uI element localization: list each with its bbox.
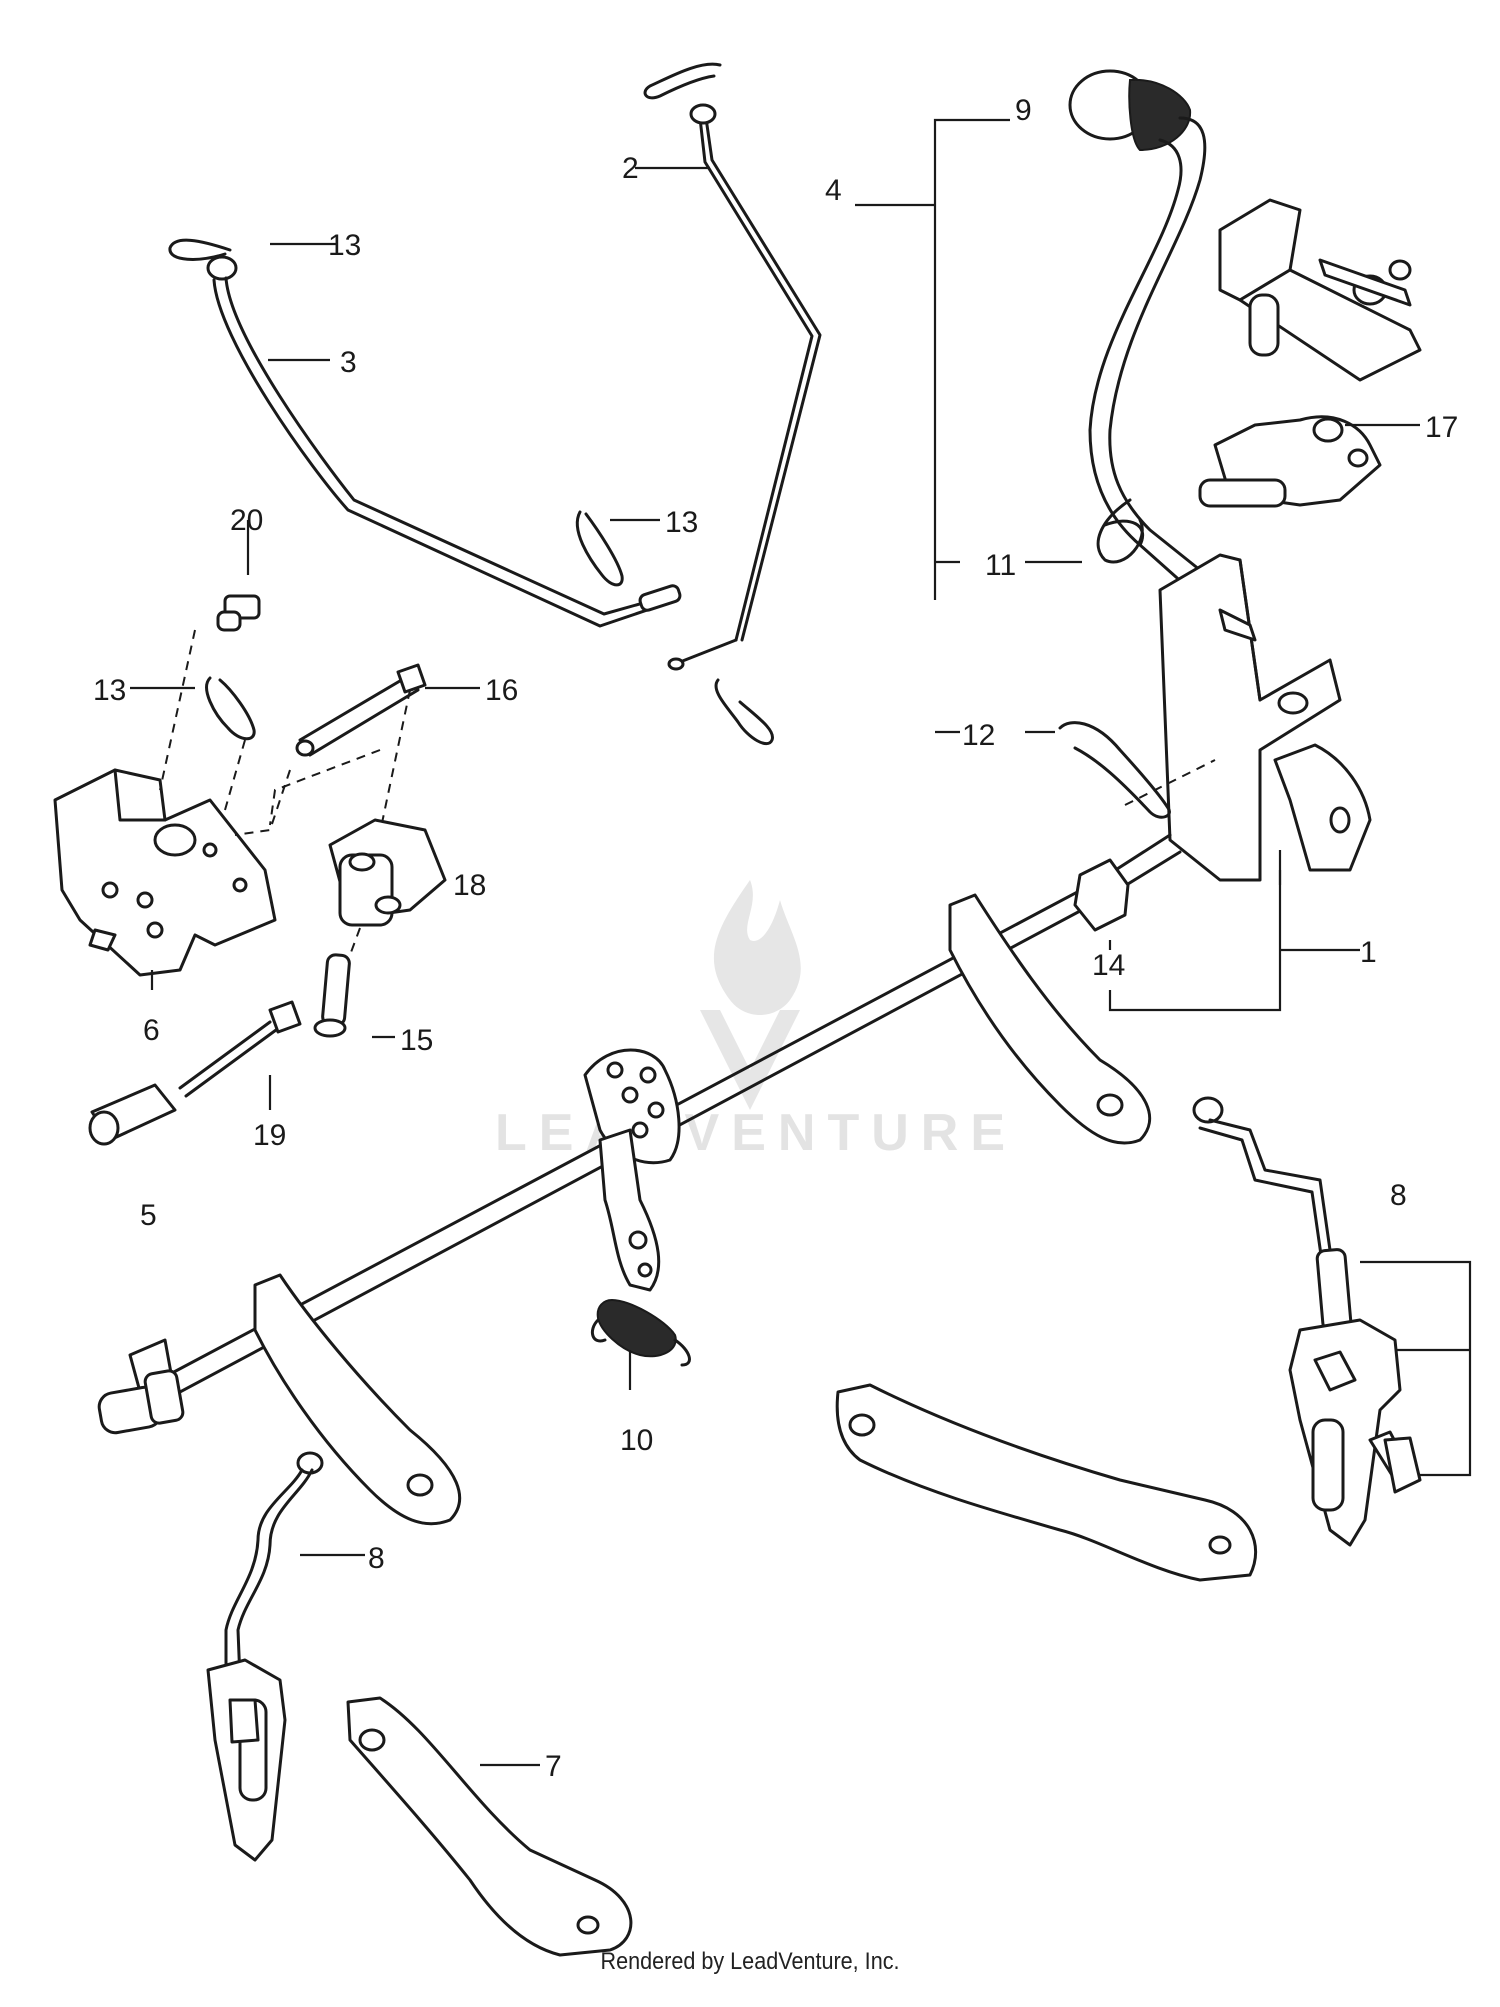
part-20-bolt — [216, 594, 261, 632]
part-13-clip-c — [205, 676, 256, 741]
part-18-pivot-block — [328, 818, 447, 927]
callout-6: 6 — [143, 1014, 160, 1047]
callout-7: 7 — [545, 1750, 562, 1783]
callout-17: 17 — [1425, 411, 1458, 444]
hair-pin-clip-top — [643, 62, 722, 100]
leader-lines — [130, 118, 1472, 1767]
part-17-latch-plate — [1198, 415, 1382, 508]
part-6-mount-bracket — [53, 768, 277, 977]
callout-10: 10 — [620, 1424, 653, 1457]
callout-4: 4 — [825, 174, 842, 207]
part-3-lift-rod — [206, 255, 682, 628]
watermark-text: LEADVENTURE — [495, 1104, 1017, 1162]
callouts: 1 2 3 4 5 6 7 8 8 9 10 11 12 13 13 13 14… — [93, 94, 1458, 1783]
callout-18: 18 — [453, 869, 486, 902]
callout-2: 2 — [622, 152, 639, 185]
part-16-pivot-pin — [295, 663, 427, 757]
callout-15: 15 — [400, 1024, 433, 1057]
hair-pin-clip-lower — [714, 678, 774, 746]
callout-16: 16 — [485, 674, 518, 707]
callout-1: 1 — [1360, 936, 1377, 969]
part-11-spring — [1096, 498, 1144, 564]
callout-8-left: 8 — [368, 1542, 385, 1575]
footer-credit: Rendered by LeadVenture, Inc. — [600, 1948, 900, 1975]
part-7-link-left — [346, 1696, 633, 1957]
part-8-right-adjuster — [1192, 1096, 1422, 1547]
part-2-lift-rod — [667, 103, 822, 671]
part-12-pin-clip — [1058, 721, 1171, 819]
part-4-lift-handle — [1088, 116, 1207, 587]
callout-14: 14 — [1092, 949, 1125, 982]
part-15-clevis-pin — [313, 953, 351, 1038]
callout-9: 9 — [1015, 94, 1032, 127]
callout-12: 12 — [962, 719, 995, 752]
callout-3: 3 — [340, 346, 357, 379]
callout-5: 5 — [140, 1199, 157, 1232]
part-17-upper-bracket — [1218, 198, 1422, 382]
callout-11: 11 — [985, 549, 1016, 582]
part-19-bolt — [178, 1000, 302, 1098]
watermark: LEADVENTURE — [495, 880, 1017, 1162]
callout-13-mid: 13 — [665, 506, 698, 539]
part-8-left-adjuster — [206, 1451, 324, 1862]
callout-13-top: 13 — [328, 229, 361, 262]
cross-shaft — [97, 833, 1182, 1526]
part-7-link-right — [835, 1383, 1258, 1582]
part-5-spacer — [88, 1083, 177, 1146]
part-10-spring — [590, 1298, 691, 1367]
part-1-bracket — [1158, 553, 1372, 882]
callout-20: 20 — [230, 504, 263, 537]
callout-8-right: 8 — [1390, 1179, 1407, 1212]
hair-pin-clip-13b — [575, 510, 624, 587]
callout-13-left: 13 — [93, 674, 126, 707]
hair-pin-clip-13a — [168, 238, 232, 261]
part-9-knob — [1068, 69, 1192, 152]
callout-19: 19 — [253, 1119, 286, 1152]
